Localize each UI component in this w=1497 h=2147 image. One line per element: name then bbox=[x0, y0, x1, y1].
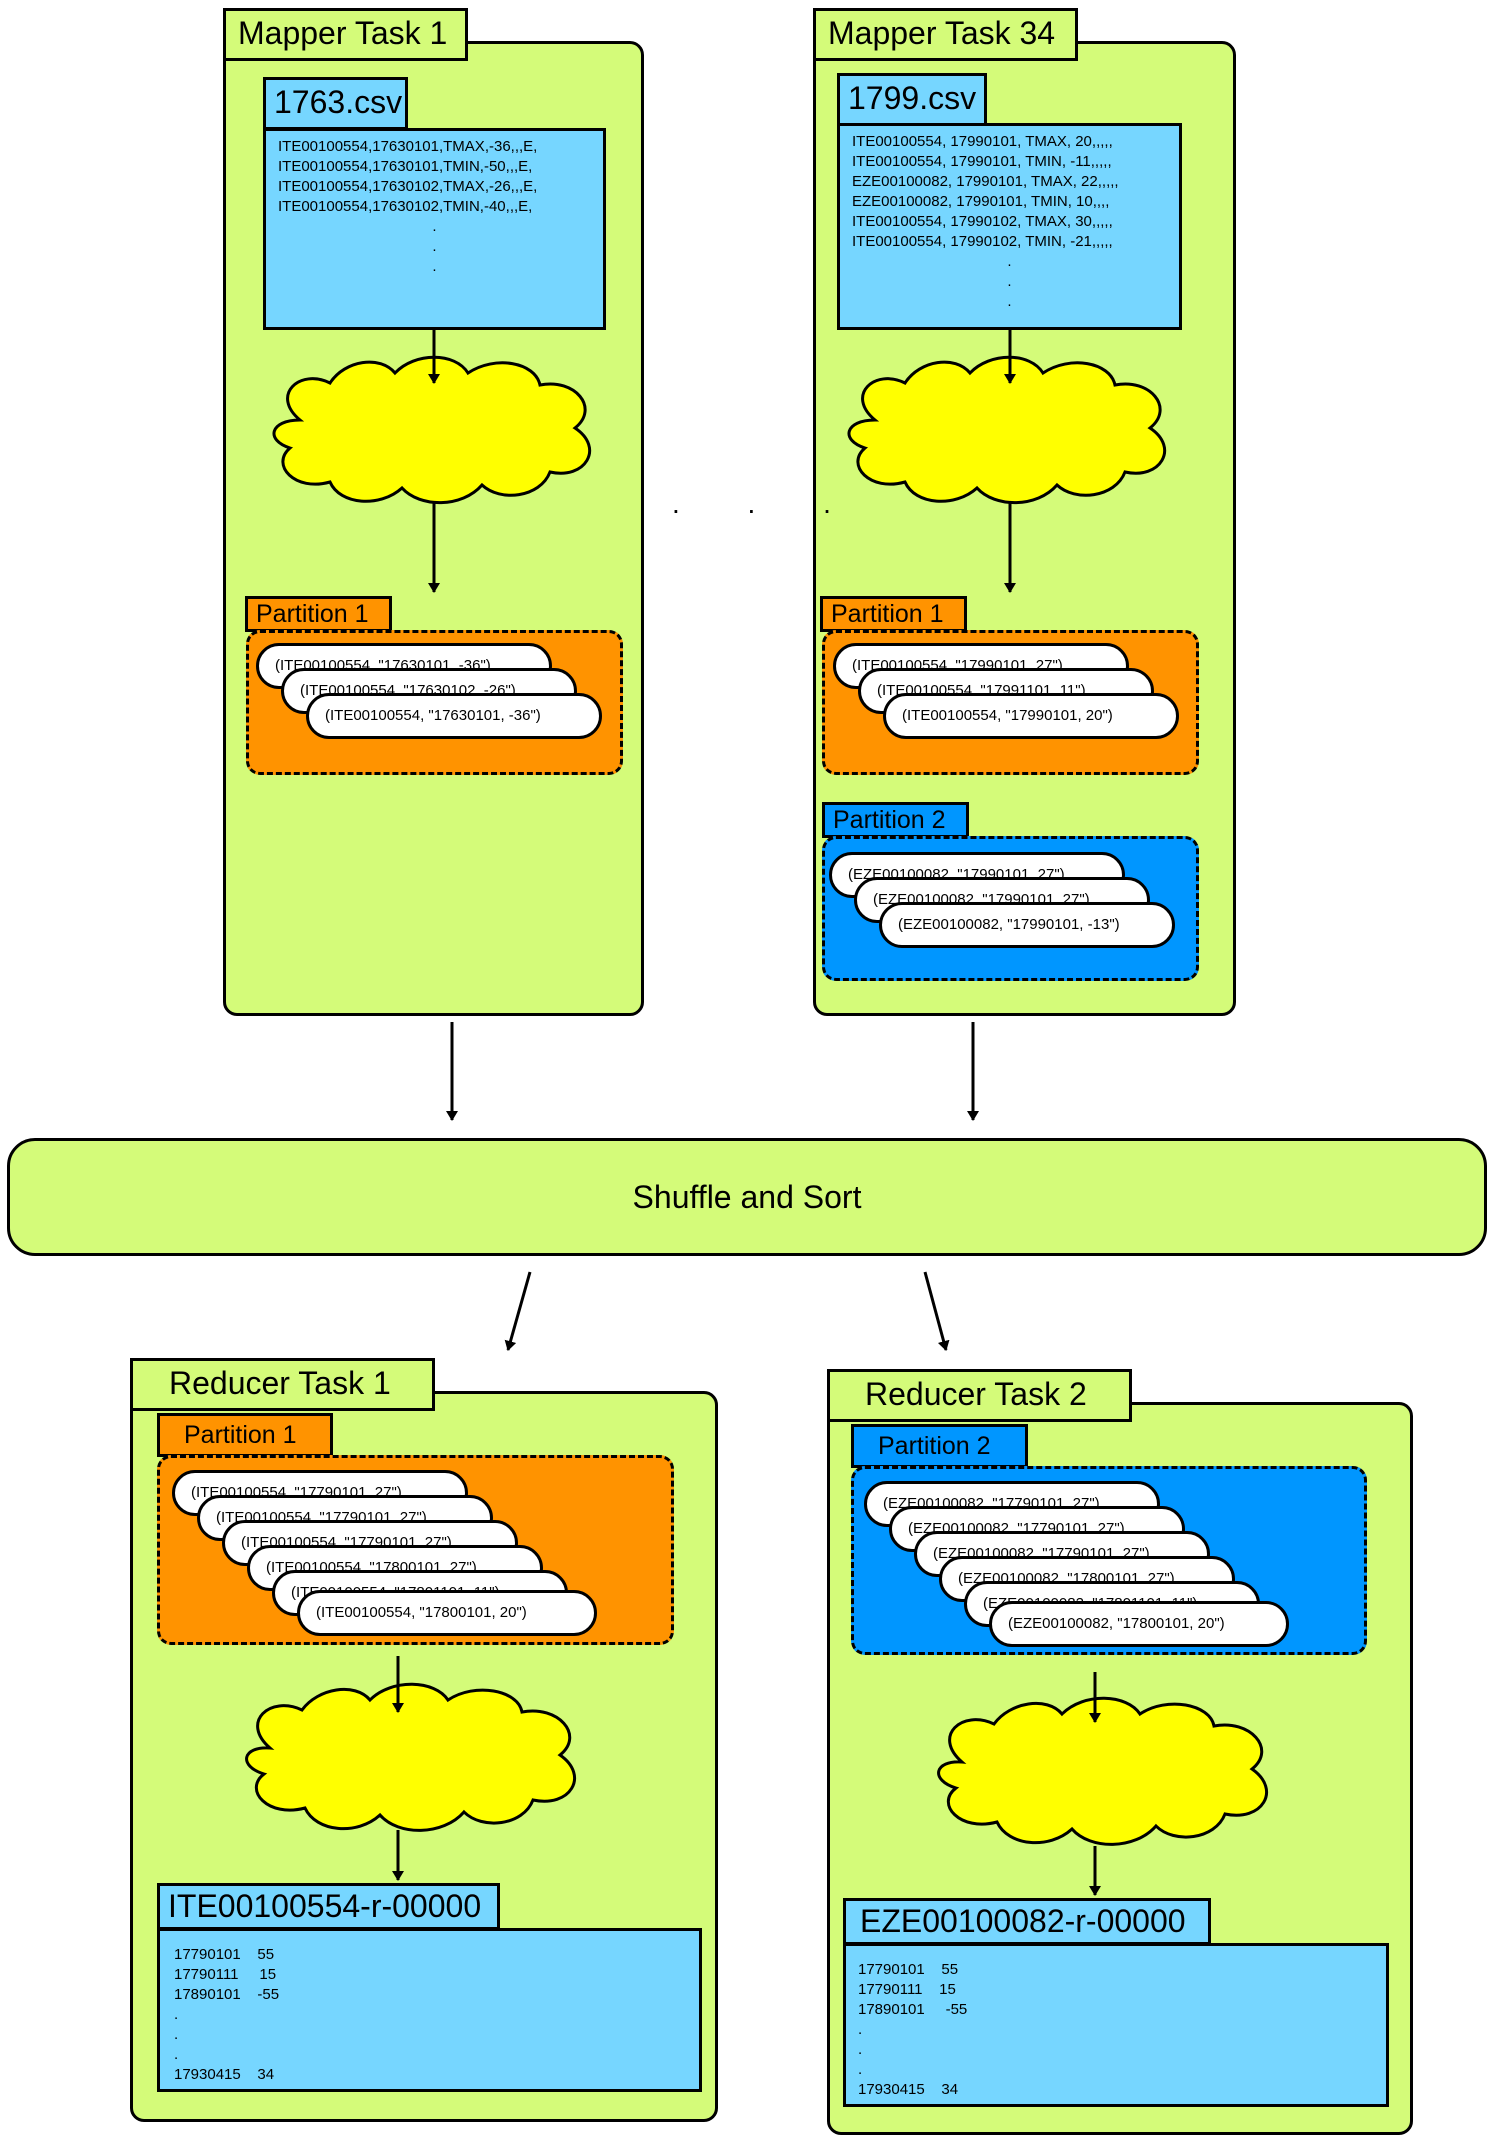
mapper-task-34-file-name: 1799.csv bbox=[837, 73, 987, 126]
file-line: ITE00100554,17630102,TMAX,-26,,,E, bbox=[278, 178, 538, 195]
output-line: 17890101 -55 bbox=[174, 1986, 280, 2003]
file-line: ITE00100554, 17990102, TMIN, -21,,,,, bbox=[852, 233, 1113, 250]
output-line: 17790111 15 bbox=[858, 1981, 956, 1998]
continuation-dot: . bbox=[1007, 273, 1012, 290]
reducer-task-2-output-content: 17790101 55 17790111 15 17890101 -55 . .… bbox=[843, 1943, 1389, 2107]
mapper-task-34-partition-2-label: Partition 2 bbox=[822, 802, 969, 838]
output-line: . bbox=[858, 2061, 863, 2078]
mapper-task-34-map-label: Map bbox=[978, 422, 1042, 458]
shuffle-and-sort-stage: Shuffle and Sort bbox=[7, 1138, 1487, 1256]
mapper-task-34-title: Mapper Task 34 bbox=[813, 8, 1078, 61]
reducer-task-1-title: Reducer Task 1 bbox=[130, 1358, 435, 1411]
mapper-task-34-file-content: ITE00100554, 17990101, TMAX, 20,,,,, ITE… bbox=[837, 123, 1182, 330]
reducer-task-2-title: Reducer Task 2 bbox=[827, 1369, 1132, 1422]
output-line: . bbox=[858, 2021, 863, 2038]
reducer-task-2-partition-label: Partition 2 bbox=[851, 1424, 1028, 1468]
reducer-task-2-reduce-label: Reduce bbox=[1039, 1764, 1151, 1800]
file-line: ITE00100554,17630102,TMIN,-40,,,E, bbox=[278, 198, 533, 215]
reducer-task-1-reduce-label: Reduce bbox=[344, 1751, 456, 1787]
file-line: EZE00100082, 17990101, TMIN, 10,,,, bbox=[852, 193, 1110, 210]
reducer-task-1-output-content: 17790101 55 17790111 15 17890101 -55 . .… bbox=[157, 1928, 702, 2092]
file-line: ITE00100554, 17990102, TMAX, 30,,,,, bbox=[852, 213, 1113, 230]
output-line: 17930415 34 bbox=[858, 2081, 959, 2098]
arrow-shuffle-to-reducer bbox=[923, 1271, 950, 1351]
file-line: ITE00100554,17630101,TMAX,-36,,,E, bbox=[278, 138, 538, 155]
output-line: . bbox=[174, 2006, 179, 2023]
file-line: EZE00100082, 17990101, TMAX, 22,,,,, bbox=[852, 173, 1119, 190]
file-line: ITE00100554, 17990101, TMIN, -11,,,,, bbox=[852, 153, 1112, 170]
partition-record: (ITE00100554, "17630101, -36") bbox=[306, 693, 602, 739]
partition-record: (ITE00100554, "17800101, 20") bbox=[297, 1590, 597, 1636]
continuation-dot: . bbox=[1007, 293, 1012, 310]
output-line: 17790101 55 bbox=[174, 1946, 275, 1963]
mapper-task-1-map-label: Map bbox=[403, 422, 467, 458]
output-line: . bbox=[174, 2046, 179, 2063]
mapper-task-1-title: Mapper Task 1 bbox=[223, 8, 468, 61]
partition-record: (EZE00100082, "17990101, -13") bbox=[879, 902, 1175, 948]
mapper-task-1-file-content: ITE00100554,17630101,TMAX,-36,,,E, ITE00… bbox=[263, 128, 606, 330]
more-mappers-ellipsis: . . . bbox=[672, 488, 861, 519]
file-line: ITE00100554, 17990101, TMAX, 20,,,,, bbox=[852, 133, 1113, 150]
output-line: . bbox=[858, 2041, 863, 2058]
output-line: 17790111 15 bbox=[174, 1966, 277, 1983]
reducer-task-2-output-file-name: EZE00100082-r-00000 bbox=[843, 1898, 1211, 1945]
partition-record: (EZE00100082, "17800101, 20") bbox=[989, 1601, 1289, 1647]
continuation-dot: . bbox=[432, 238, 437, 255]
file-line: ITE00100554,17630101,TMIN,-50,,,E, bbox=[278, 158, 533, 175]
output-line: 17890101 -55 bbox=[858, 2001, 968, 2018]
output-line: 17930415 34 bbox=[174, 2066, 275, 2083]
mapper-task-1-partition-1-label: Partition 1 bbox=[245, 596, 392, 632]
mapper-task-1-file-name: 1763.csv bbox=[263, 77, 408, 130]
continuation-dot: . bbox=[432, 258, 437, 275]
mapper-task-34-partition-1-label: Partition 1 bbox=[820, 596, 967, 632]
reducer-task-1-output-file-name: ITE00100554-r-00000 bbox=[157, 1883, 500, 1930]
reducer-task-1-partition-label: Partition 1 bbox=[157, 1413, 333, 1457]
continuation-dot: . bbox=[1007, 253, 1012, 270]
arrow-shuffle-to-reducer bbox=[504, 1271, 532, 1351]
partition-record: (ITE00100554, "17990101, 20") bbox=[883, 693, 1179, 739]
output-line: 17790101 55 bbox=[858, 1961, 959, 1978]
continuation-dot: . bbox=[432, 218, 437, 235]
output-line: . bbox=[174, 2026, 179, 2043]
